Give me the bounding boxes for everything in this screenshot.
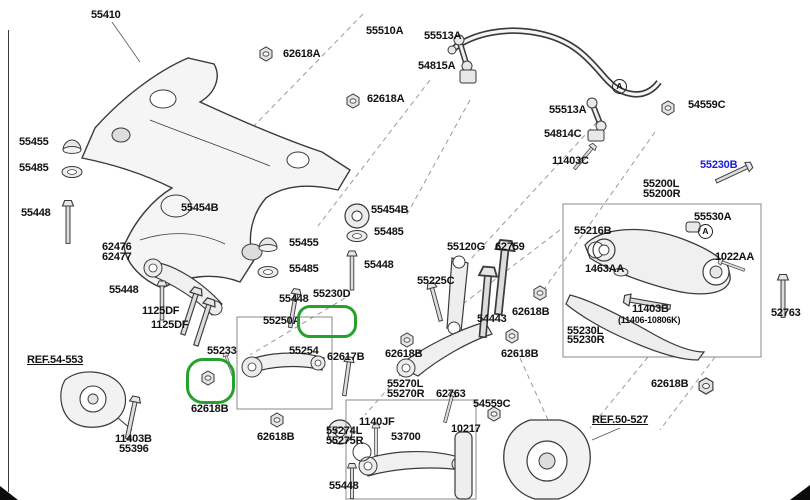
part-label: 1022AA: [715, 251, 755, 263]
part-label: 55455: [19, 136, 49, 148]
ref-54-553-part-drawing: [60, 371, 133, 431]
part-label: 55225C: [417, 275, 455, 287]
part-label: 54559C: [688, 99, 726, 111]
part-label: (11406-10806K): [618, 315, 681, 325]
part-label: 62618B: [257, 431, 295, 443]
part-label: 54815A: [418, 60, 456, 72]
part-label: 55454B: [371, 204, 409, 216]
stabilizer-links-drawing: [453, 34, 607, 142]
part-label: 55485: [374, 226, 404, 238]
part-label: 55513A: [424, 30, 462, 42]
part-label: 11403C: [552, 155, 589, 167]
part-label: 54559C: [473, 398, 511, 410]
page-edge-rule: [8, 30, 9, 492]
part-label: 62477: [102, 251, 132, 263]
page-corner-mark-right: [790, 485, 810, 500]
part-label: 55233: [207, 345, 237, 357]
part-label: 62618B: [651, 378, 689, 390]
right-assembly-box: [562, 203, 762, 361]
part-label: 55448: [329, 480, 359, 492]
part-label: 55530A: [694, 211, 732, 223]
part-label: 55200L: [643, 178, 680, 190]
part-label: 55230R: [567, 334, 605, 346]
part-label: 55270L: [387, 378, 424, 390]
crossmember-drawing: [81, 21, 351, 289]
part-label: 55448: [279, 293, 309, 305]
part-label: 55448: [109, 284, 139, 296]
ref-label: REF.50-527: [592, 414, 649, 426]
part-label: 53700: [391, 431, 421, 443]
highlight-ellipse: [186, 358, 235, 404]
mid-arm-box: [236, 316, 333, 410]
part-label: 55200R: [643, 188, 681, 200]
part-label: 10217: [451, 423, 481, 435]
part-label: 62618B: [191, 403, 229, 415]
part-label: 55448: [364, 259, 394, 271]
part-label: 54814C: [544, 128, 582, 140]
part-label: 55448: [21, 207, 51, 219]
part-label: 55274L: [326, 425, 363, 437]
part-label: 11403B: [632, 303, 669, 315]
part-label: 11403B: [115, 433, 152, 445]
part-label: 62618A: [367, 93, 405, 105]
part-label: 55216B: [574, 225, 612, 237]
part-label: 1463AA: [585, 263, 625, 275]
part-label: 55270R: [387, 388, 425, 400]
part-label: 1125DF: [151, 319, 189, 331]
part-label-highlighted[interactable]: 55230B: [700, 159, 738, 171]
page-corner-mark-left: [0, 486, 18, 500]
part-label: 62759: [495, 241, 525, 253]
part-label: 55454B: [181, 202, 219, 214]
part-label: 55230L: [567, 325, 604, 337]
part-label: 55275R: [326, 435, 364, 447]
part-label: 55120G: [447, 241, 485, 253]
part-label: 62476: [102, 241, 132, 253]
part-label: 62618B: [512, 306, 550, 318]
part-label: 55455: [289, 237, 319, 249]
knuckle-drawing: [454, 419, 621, 500]
part-label: 55250A: [263, 315, 301, 327]
part-label: 55230D: [313, 288, 351, 300]
part-label: 55485: [289, 263, 319, 275]
highlight-ellipse: [297, 305, 357, 338]
part-label: 55485: [19, 162, 49, 174]
part-label: 52763: [771, 307, 801, 319]
stabilizer-bar-drawing: [447, 27, 662, 98]
part-label: 55254: [289, 345, 319, 357]
part-label: 1125DF: [142, 305, 180, 317]
part-label: 1140JF: [359, 416, 395, 428]
part-label: 62618B: [385, 348, 423, 360]
ref-label: REF.54-553: [27, 354, 84, 366]
part-label: 55410: [91, 9, 121, 21]
part-label: 55513A: [549, 104, 587, 116]
part-label: 62618B: [501, 348, 539, 360]
part-label: 62763: [436, 388, 466, 400]
part-label: 62617B: [327, 351, 365, 363]
part-label: 62618A: [283, 48, 321, 60]
callout-letter: A: [698, 224, 713, 239]
part-label: 55510A: [366, 25, 404, 37]
callout-letter: A: [612, 79, 627, 94]
part-label: 54443: [477, 313, 507, 325]
part-label: 55396: [119, 443, 149, 455]
